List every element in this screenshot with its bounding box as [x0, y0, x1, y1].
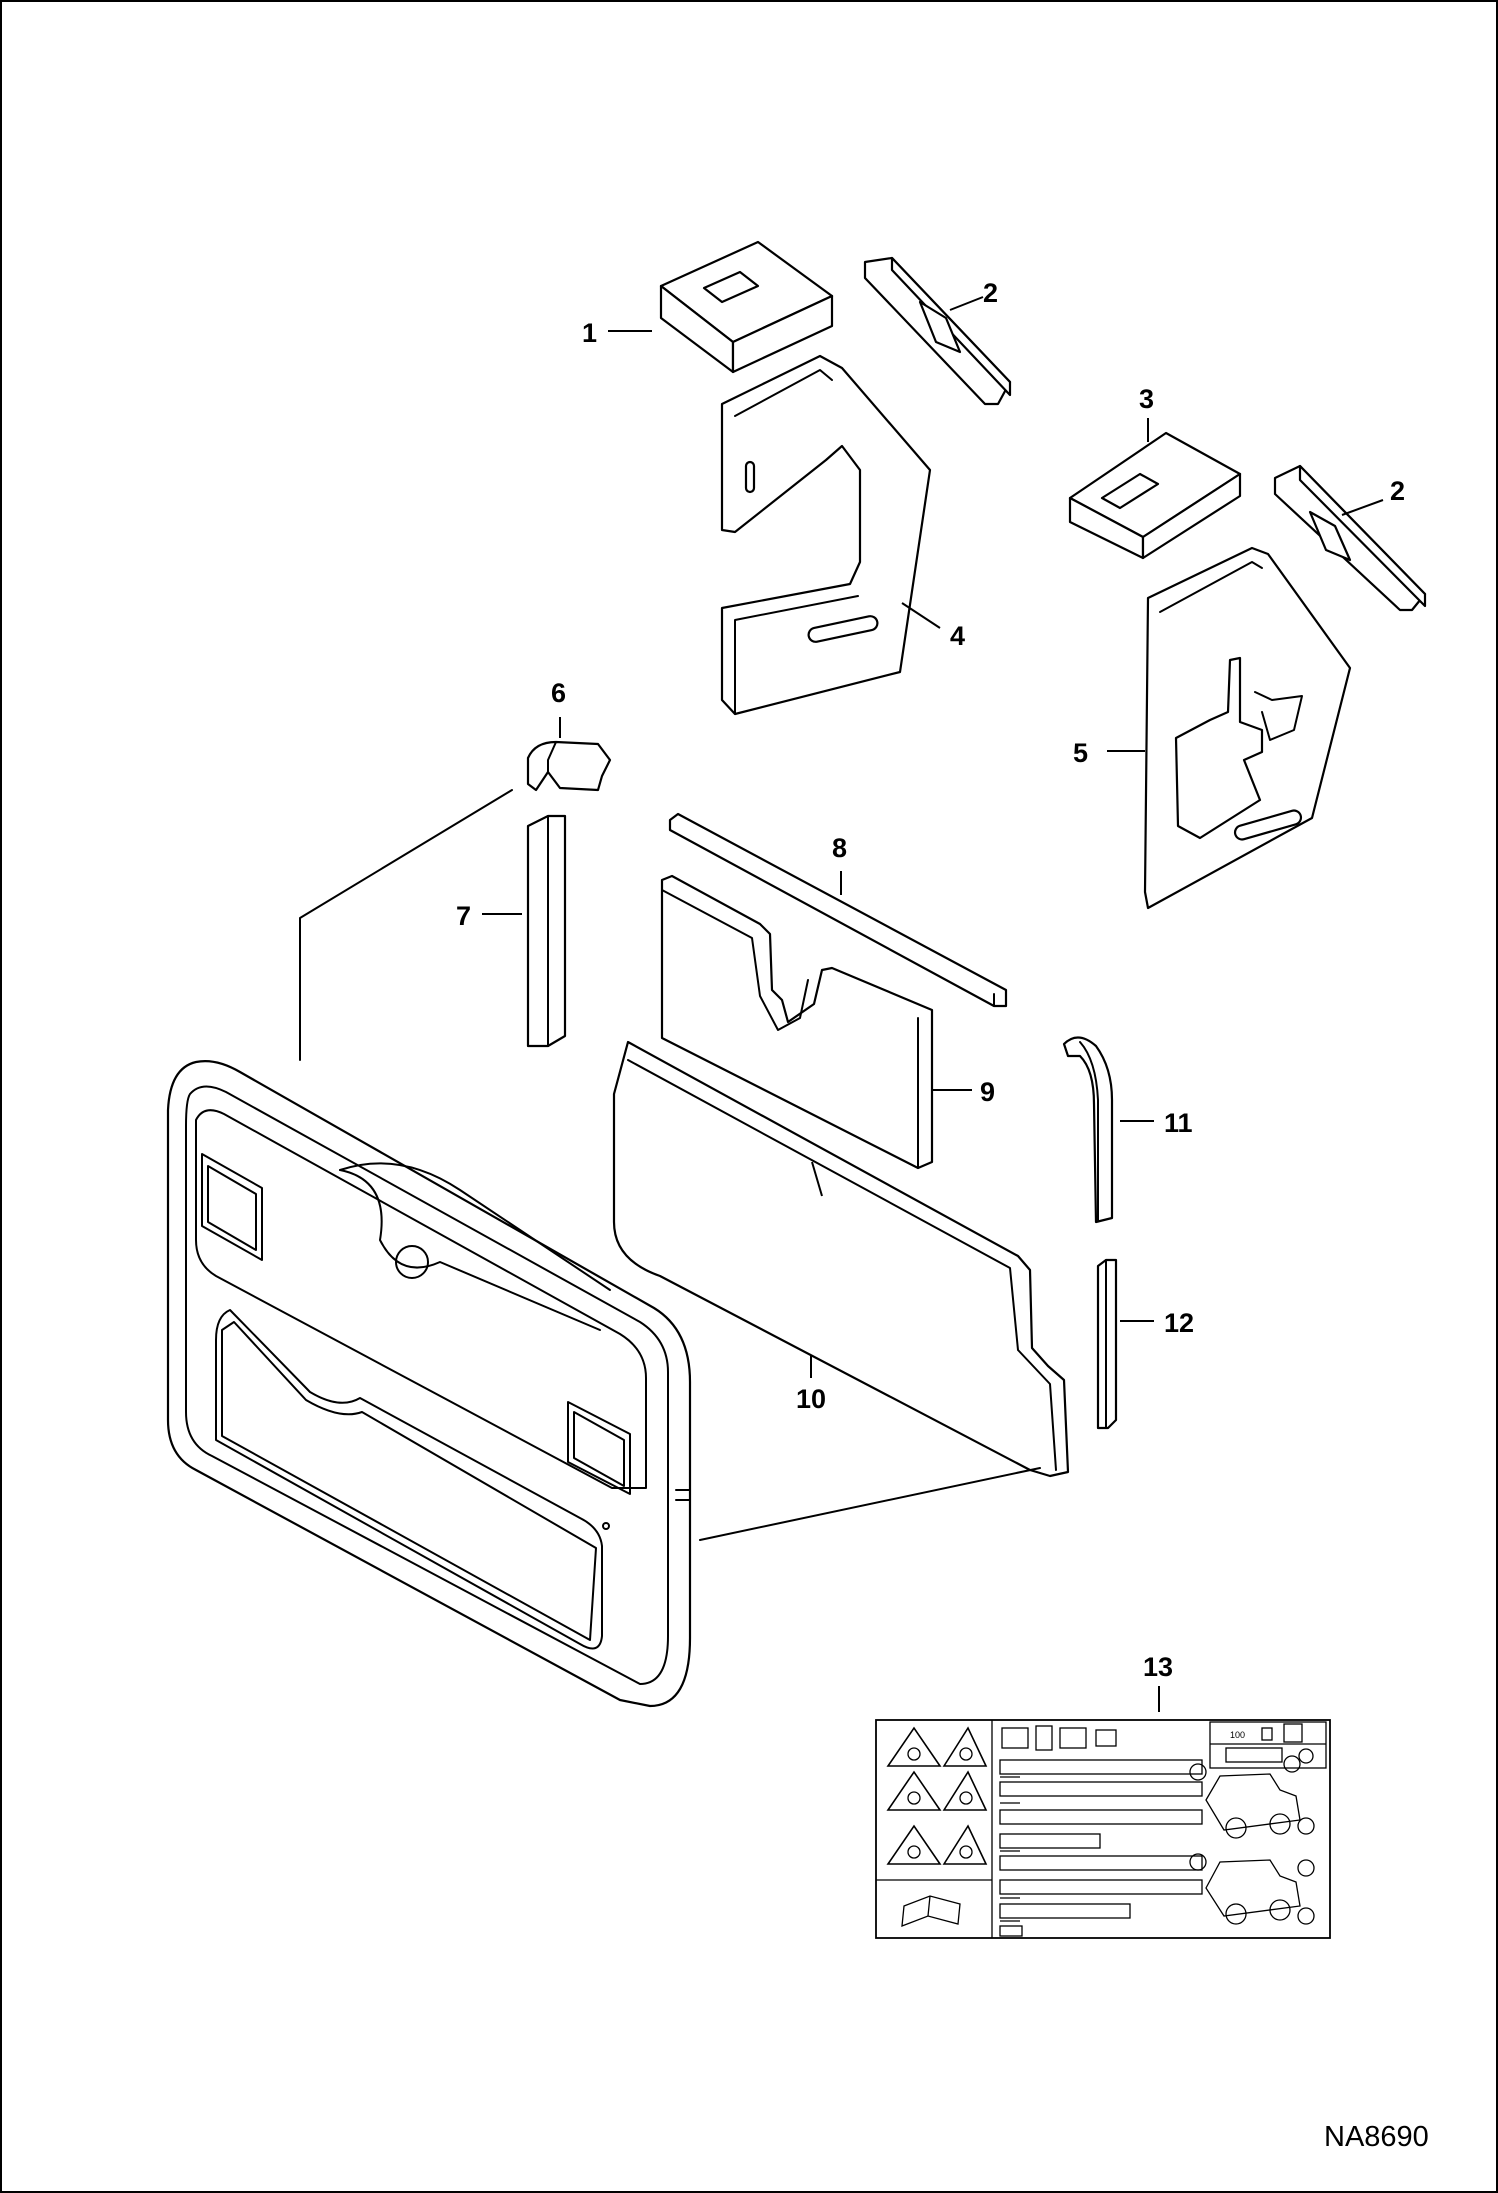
part-11-curved-strip — [1062, 1036, 1114, 1224]
callout-2-upper: 2 — [983, 278, 998, 308]
part-5-side-panel — [1143, 546, 1352, 910]
callout-7: 7 — [456, 901, 471, 931]
part-8-long-strip — [668, 812, 1008, 1008]
drawing-number: NA8690 — [1324, 2121, 1429, 2153]
part-6-bracket-pad — [526, 740, 612, 792]
part-1-foam-block — [659, 240, 834, 374]
decal-count-label: 100 — [1230, 1730, 1245, 1740]
callout-12: 12 — [1164, 1308, 1194, 1338]
callout-6: 6 — [551, 678, 566, 708]
part-9-notched-panel — [660, 874, 934, 1170]
callout-8: 8 — [832, 833, 847, 863]
part-4-side-panel — [720, 354, 932, 716]
callout-9: 9 — [980, 1077, 995, 1107]
callout-13: 13 — [1143, 1652, 1173, 1682]
rear-cab-panel — [166, 1060, 692, 1708]
cab-assembly-outline — [299, 789, 1041, 1541]
callout-1: 1 — [582, 318, 597, 348]
part-2-angled-pad-upper — [863, 256, 1012, 406]
part-7-vertical-strip — [526, 814, 567, 1048]
part-2-angled-pad-lower — [1273, 464, 1427, 612]
part-12-vertical-strip — [1096, 1258, 1118, 1430]
part-10-floor-panel — [612, 1040, 1070, 1478]
callout-10: 10 — [796, 1384, 826, 1414]
callout-5: 5 — [1073, 738, 1088, 768]
callout-11: 11 — [1164, 1108, 1193, 1138]
callout-3: 3 — [1139, 384, 1154, 414]
callout-4: 4 — [950, 621, 965, 651]
part-13-decal-sheet: 100 — [875, 1719, 1331, 1939]
callout-2-lower: 2 — [1390, 476, 1405, 506]
part-3-foam-block — [1068, 431, 1242, 560]
